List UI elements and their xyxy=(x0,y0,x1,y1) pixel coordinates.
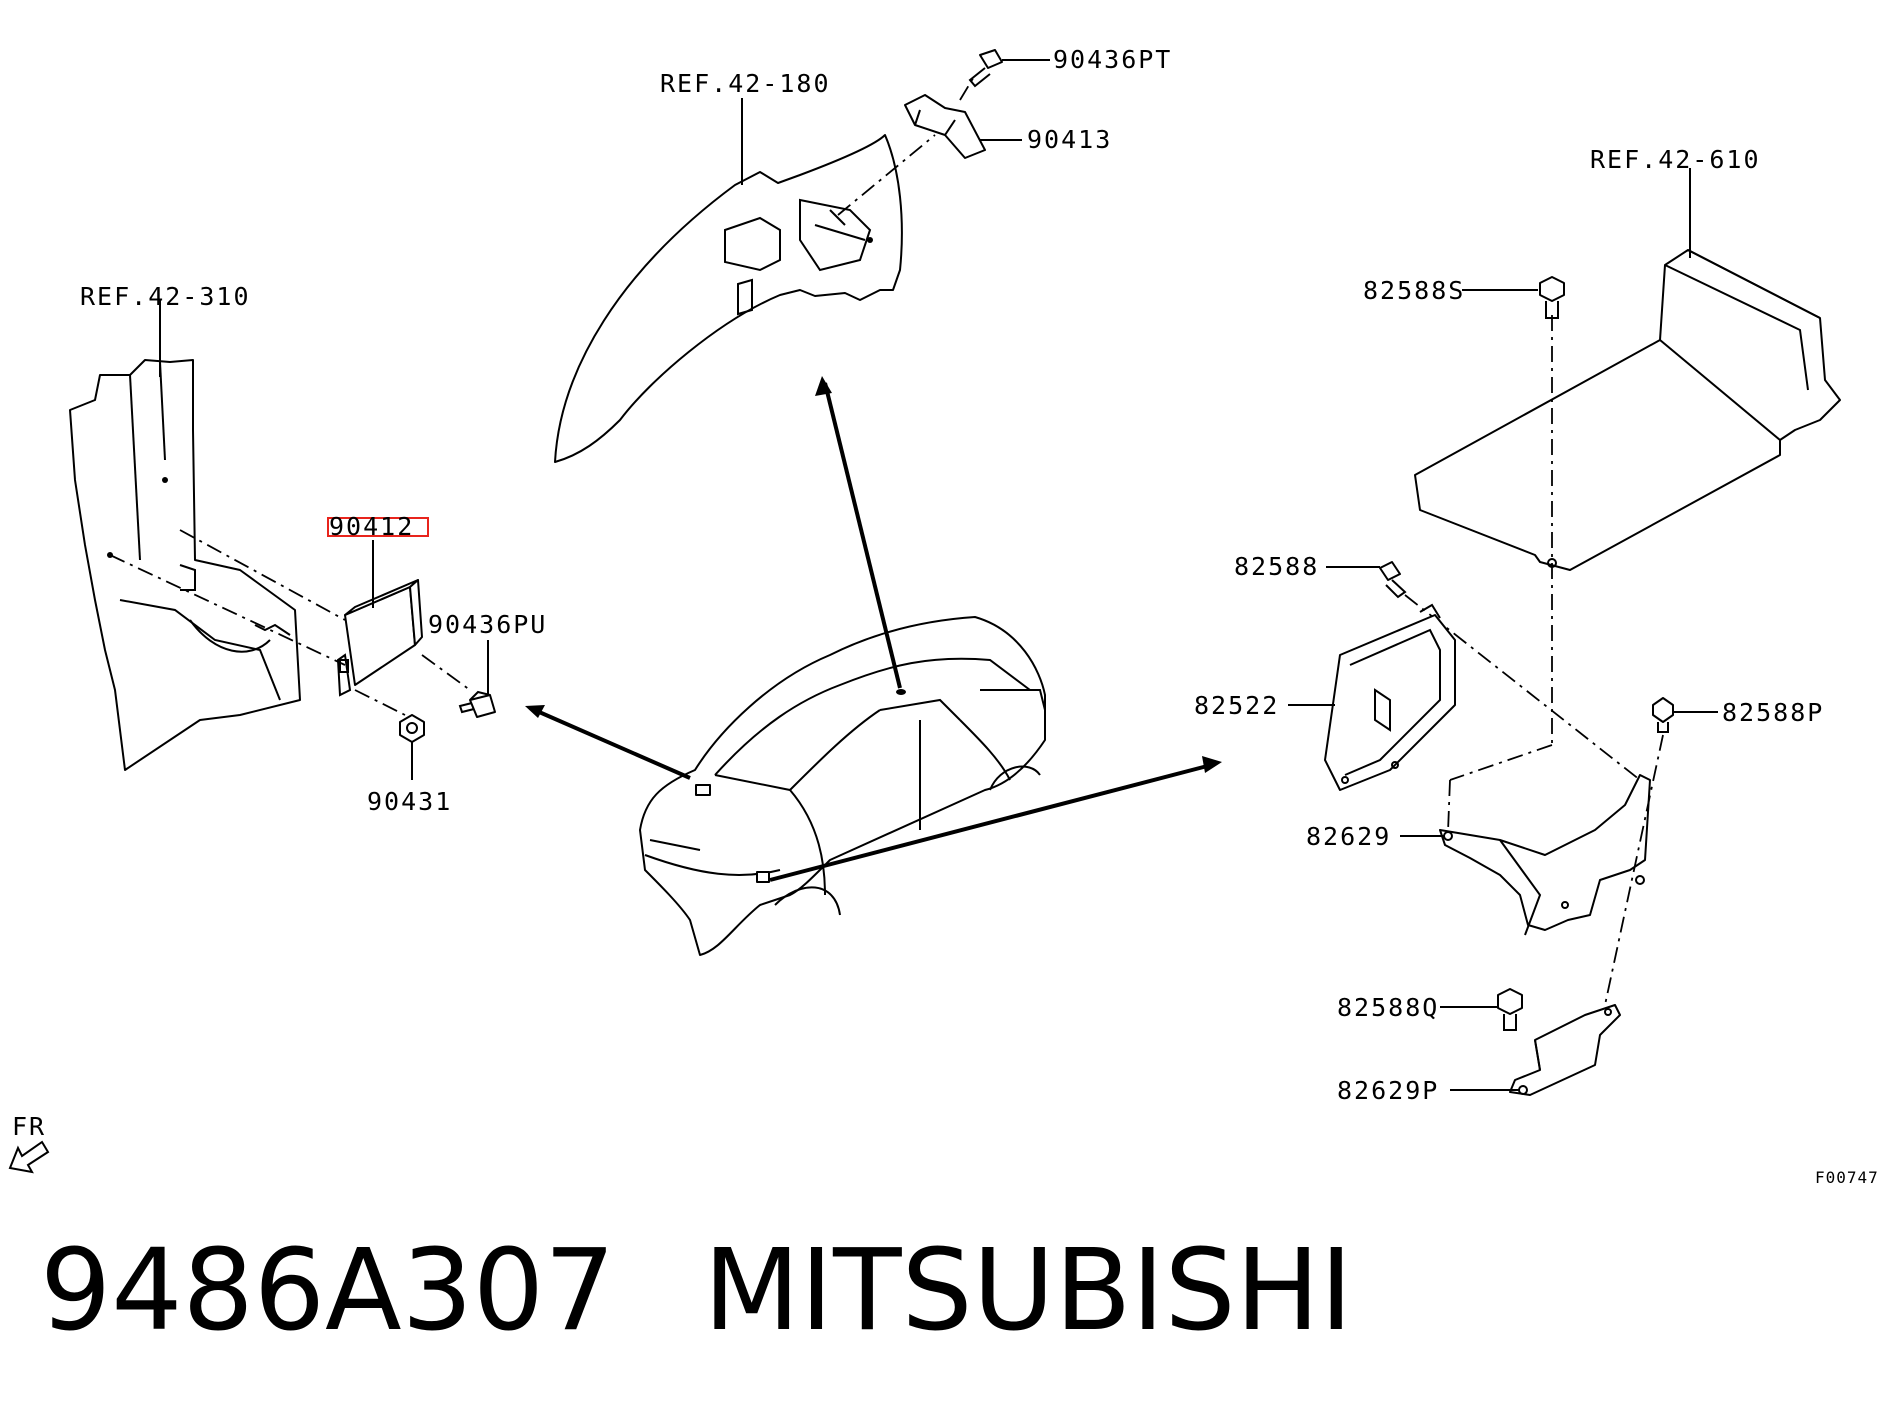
bracket-82629P xyxy=(1509,1004,1621,1096)
dash-ecu-bracket xyxy=(1404,594,1641,781)
highlight-box-90412 xyxy=(327,517,429,537)
bolt-82588 xyxy=(1379,561,1407,599)
part-label-82588: 82588 xyxy=(1234,552,1319,581)
dash-module-upper xyxy=(179,529,346,621)
part-label-82629P: 82629P xyxy=(1337,1076,1439,1105)
dash-bracket-2 xyxy=(1447,779,1451,833)
caption-brand: MITSUBISHI xyxy=(703,1226,1353,1356)
dash-nut xyxy=(354,689,406,716)
bolt-90436PU xyxy=(458,690,496,718)
ref-label-42-180: REF.42-180 xyxy=(660,69,831,98)
vehicle-illustration xyxy=(639,616,1046,956)
direction-label: FR xyxy=(12,1112,46,1141)
bolt-82588P xyxy=(1652,697,1674,733)
part-label-90436PT: 90436PT xyxy=(1053,45,1172,74)
part-label-82522: 82522 xyxy=(1194,691,1279,720)
bolt-82588Q xyxy=(1497,988,1523,1031)
left-body-panel xyxy=(69,359,301,771)
bracket-82629 xyxy=(1439,774,1651,936)
figure-code: F00747 xyxy=(1815,1168,1879,1187)
arrow-to-left xyxy=(525,705,691,780)
tray-panel xyxy=(1414,249,1841,571)
bolt-82588S xyxy=(1539,276,1565,319)
dash-bolt xyxy=(421,654,471,691)
arrow-to-top xyxy=(815,376,902,689)
part-label-82588S: 82588S xyxy=(1363,276,1465,305)
part-label-90412: 90412 xyxy=(329,512,414,541)
part-label-82588P: 82588P xyxy=(1722,698,1824,727)
dash-bracket-1 xyxy=(1449,744,1553,781)
screw-90436PT xyxy=(968,49,1003,88)
module-90412 xyxy=(336,579,423,697)
part-label-90431: 90431 xyxy=(367,787,452,816)
part-label-82629: 82629 xyxy=(1306,822,1391,851)
caption-part-number: 9486A307 xyxy=(40,1226,616,1356)
front-direction-arrow-icon xyxy=(8,1140,50,1174)
arrow-to-right xyxy=(769,756,1222,882)
dash-82588P xyxy=(1604,734,1664,1006)
nut-90431 xyxy=(399,714,425,743)
fender-liner xyxy=(554,134,903,463)
part-label-90436PU: 90436PU xyxy=(428,610,547,639)
ecu-82522 xyxy=(1324,603,1456,791)
part-label-90413: 90413 xyxy=(1027,125,1112,154)
dash-clip xyxy=(837,134,936,216)
dash-module-lower xyxy=(109,554,346,666)
clip-90413 xyxy=(904,94,986,159)
ref-label-42-610: REF.42-610 xyxy=(1590,145,1761,174)
ref-label-42-310: REF.42-310 xyxy=(80,282,251,311)
part-label-82588Q: 82588Q xyxy=(1337,993,1439,1022)
